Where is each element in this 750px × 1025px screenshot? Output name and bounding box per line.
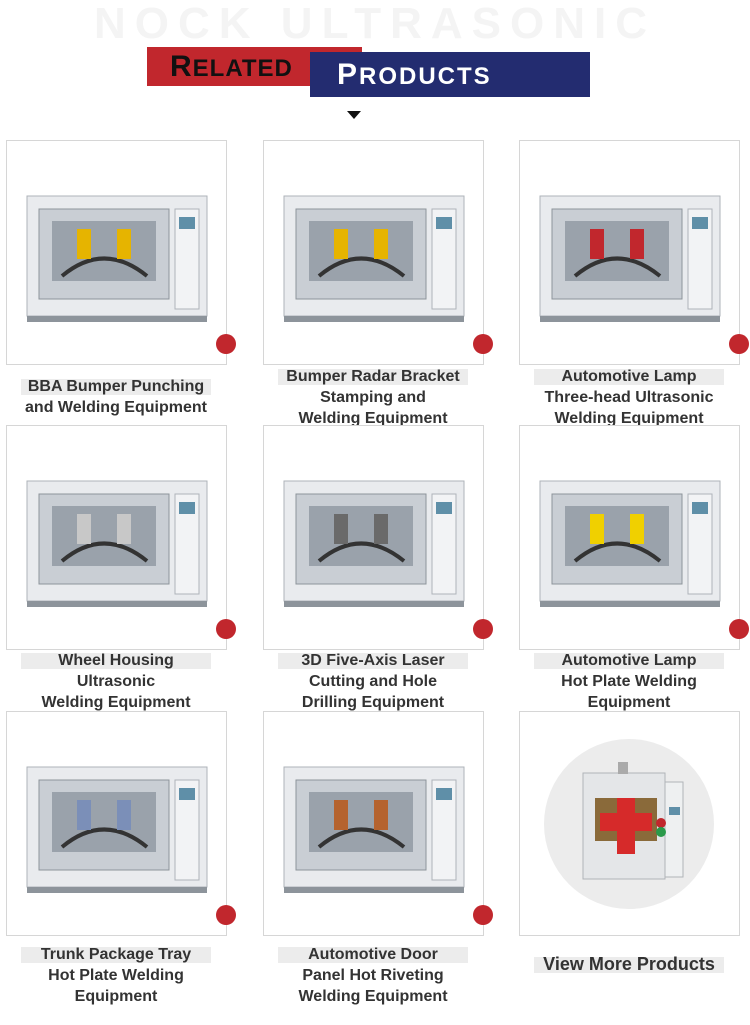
view-more-card[interactable] xyxy=(519,711,740,936)
watermark-text: NOCK ULTRASONIC xyxy=(94,0,656,48)
product-image xyxy=(283,195,465,322)
product-image xyxy=(539,480,721,607)
product-caption-line: 3D Five-Axis Laser xyxy=(253,650,493,671)
product-image xyxy=(26,480,208,607)
product-card[interactable] xyxy=(263,711,493,936)
product-caption-line: Drilling Equipment xyxy=(301,694,445,711)
product-card[interactable] xyxy=(519,425,749,650)
product-image xyxy=(283,480,465,607)
product-caption-line: Bumper Radar Bracket xyxy=(253,366,493,387)
product-card[interactable] xyxy=(6,711,236,936)
red-dot-icon xyxy=(216,334,236,354)
red-dot-icon xyxy=(729,334,749,354)
machine-image xyxy=(544,739,714,909)
red-dot-icon xyxy=(473,334,493,354)
product-caption-line: Equipment xyxy=(587,694,671,711)
product-caption-line: Trunk Package Tray xyxy=(0,944,236,965)
view-more-label: View More Products xyxy=(509,954,749,975)
product-caption-line: Panel Hot Riveting xyxy=(302,967,444,984)
red-dot-icon xyxy=(473,619,493,639)
product-card[interactable] xyxy=(519,140,749,365)
section-title-products: PRODUCTS xyxy=(337,58,492,92)
product-caption-line: Cutting and Hole xyxy=(309,673,437,690)
red-dot-icon xyxy=(216,619,236,639)
product-caption-line: Automotive Door xyxy=(253,944,493,965)
product-caption-line: Welding Equipment xyxy=(298,410,448,427)
product-caption-line: Welding Equipment xyxy=(41,694,191,711)
title-initial-p: P xyxy=(337,58,360,91)
product-caption-line: Welding Equipment xyxy=(554,410,704,427)
product-image xyxy=(26,766,208,893)
product-caption-line: Welding Equipment xyxy=(298,988,448,1005)
red-dot-icon xyxy=(216,905,236,925)
product-caption-line: and Welding Equipment xyxy=(25,399,207,416)
product-caption-line: Stamping and xyxy=(320,389,426,406)
red-dot-icon xyxy=(473,905,493,925)
product-caption-line: Ultrasonic xyxy=(76,673,156,690)
product-caption-line: Hot Plate Welding xyxy=(48,967,184,984)
product-caption[interactable]: BBA Bumper Punching and Welding Equipment xyxy=(0,376,236,418)
product-card[interactable] xyxy=(6,425,236,650)
product-caption-line: Automotive Lamp xyxy=(509,650,749,671)
product-caption-line: Automotive Lamp xyxy=(509,366,749,387)
section-title-related: RELATED xyxy=(170,50,293,84)
product-card[interactable] xyxy=(263,140,493,365)
product-caption-line: BBA Bumper Punching xyxy=(0,376,236,397)
title-initial-r: R xyxy=(170,50,193,83)
caret-down-icon xyxy=(347,111,361,119)
product-caption-line: Equipment xyxy=(74,988,158,1005)
product-image xyxy=(26,195,208,322)
title-rest-related: ELATED xyxy=(192,55,293,82)
product-image xyxy=(283,766,465,893)
product-caption-line: Three-head Ultrasonic xyxy=(544,389,714,406)
product-card[interactable] xyxy=(6,140,236,365)
title-blue-block xyxy=(310,52,590,97)
product-card[interactable] xyxy=(263,425,493,650)
title-rest-products: RODUCTS xyxy=(359,63,492,90)
view-more-link[interactable]: View More Products xyxy=(509,954,749,975)
red-dot-icon xyxy=(729,619,749,639)
product-image xyxy=(539,195,721,322)
product-caption-line: Wheel Housing xyxy=(0,650,236,671)
product-caption-line: Hot Plate Welding xyxy=(561,673,697,690)
red-cross-icon xyxy=(600,798,652,854)
